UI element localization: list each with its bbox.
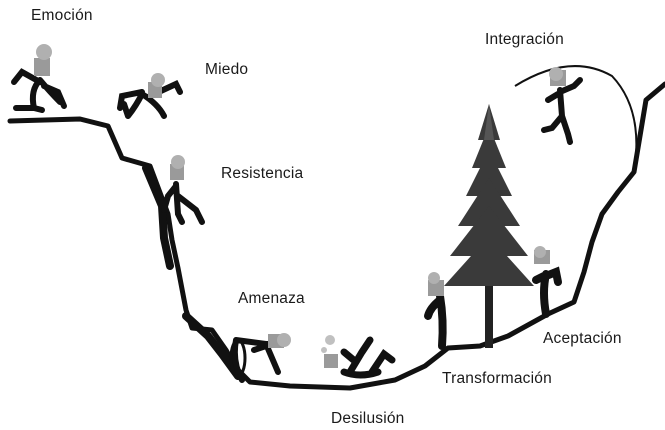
label-miedo: Miedo [205, 61, 249, 78]
label-resistencia: Resistencia [221, 165, 304, 182]
label-integracion: Integración [485, 31, 564, 48]
label-desilusion: Desilusión [331, 410, 405, 427]
pine-tree [444, 104, 534, 348]
figure-desilusion [321, 335, 396, 379]
figure-emocion [11, 44, 67, 113]
figure-amenaza [229, 333, 291, 383]
figure-aceptacion [532, 246, 562, 318]
figure-miedo [117, 73, 183, 119]
figure-resistencia [161, 155, 205, 225]
figure-integracion [541, 67, 583, 145]
label-transformacion: Transformación [442, 370, 552, 387]
valley-shadow [142, 164, 242, 380]
integration-arc [514, 65, 638, 173]
figure-transformacion [424, 272, 447, 350]
label-amenaza: Amenaza [238, 290, 305, 307]
label-emocion: Emoción [31, 7, 93, 24]
label-aceptacion: Aceptación [543, 330, 622, 347]
